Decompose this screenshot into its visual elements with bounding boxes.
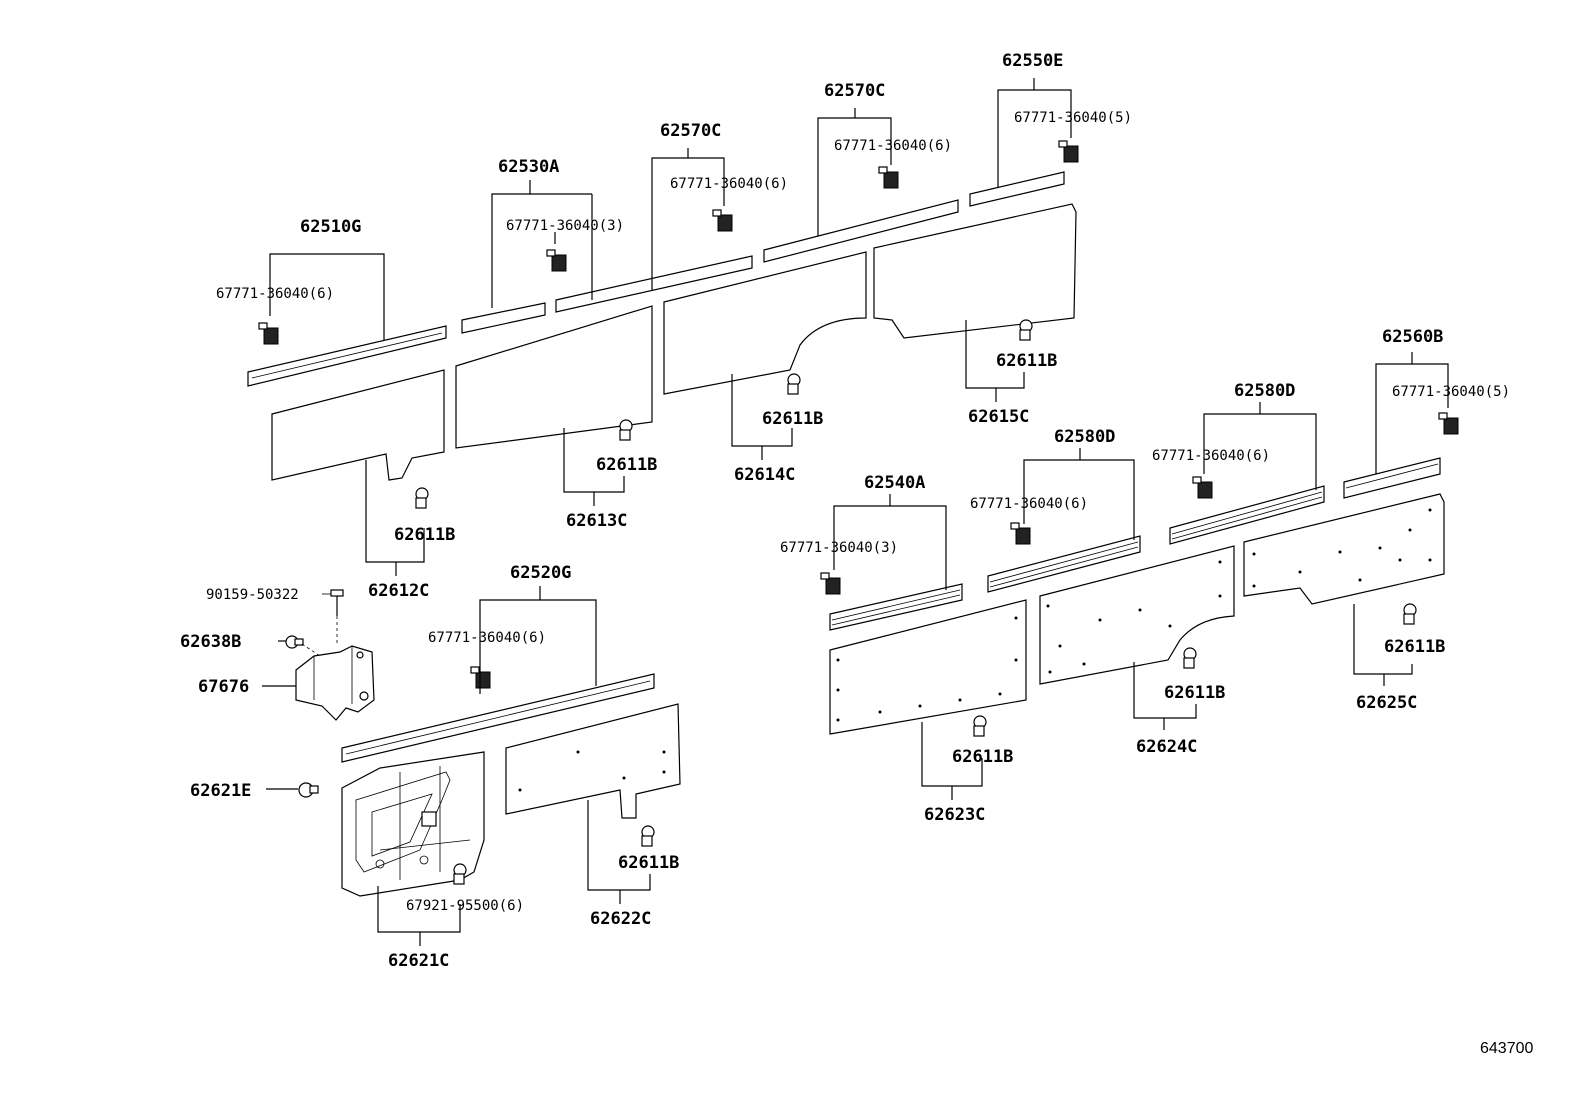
part-62614c-label: 62614C: [734, 465, 795, 485]
moulding-62540a: [829, 583, 963, 631]
push-pin-icon: [973, 715, 987, 737]
clip-67771-label: 67771-36040(5): [1392, 384, 1510, 400]
moulding-62520g: [341, 673, 655, 763]
moulding-62550e: [969, 171, 1065, 207]
panel-62612c: [271, 369, 445, 481]
moulding-62510g: [247, 325, 447, 387]
push-pin-icon: [619, 419, 633, 441]
push-pin-icon: [1019, 319, 1033, 341]
part-62624c-label: 62624C: [1136, 737, 1197, 757]
bolt-icon: [298, 782, 319, 798]
panel-62613c: [455, 305, 653, 449]
panel-62622c: [505, 703, 681, 819]
part-62530a-label: 62530A: [498, 157, 559, 177]
part-62612c-label: 62612C: [368, 581, 429, 601]
push-pin-icon: [787, 373, 801, 395]
clip-icon: [878, 166, 899, 189]
part-62520g-label: 62520G: [510, 563, 571, 583]
clip-icon: [546, 249, 567, 272]
pin-62611b-label: 62611B: [618, 853, 679, 873]
moulding-62580d-right: [1169, 485, 1325, 545]
panel-62623c: [829, 599, 1027, 735]
clip-icon: [1438, 412, 1459, 435]
pin-62611b-label: 62611B: [762, 409, 823, 429]
clip-icon: [820, 572, 841, 595]
part-62623c-label: 62623C: [924, 805, 985, 825]
clip-icon: [712, 209, 733, 232]
part-62540a-label: 62540A: [864, 473, 925, 493]
pin-67921-label: 67921-95500(6): [406, 898, 524, 914]
pin-62611b-label: 62611B: [996, 351, 1057, 371]
clip-icon: [1192, 476, 1213, 499]
bracket-67676: [295, 645, 375, 721]
panel-62624c: [1039, 545, 1235, 685]
panel-62621c: [341, 751, 485, 897]
clip-67771-label: 67771-36040(5): [1014, 110, 1132, 126]
clip-67771-label: 67771-36040(6): [216, 286, 334, 302]
clip-67771-label: 67771-36040(6): [670, 176, 788, 192]
clip-67771-label: 67771-36040(6): [428, 630, 546, 646]
part-62613c-label: 62613C: [566, 511, 627, 531]
push-pin-icon: [415, 487, 429, 509]
push-pin-icon: [1183, 647, 1197, 669]
part-62625c-label: 62625C: [1356, 693, 1417, 713]
panel-62625c: [1243, 493, 1445, 605]
moulding-62570c-left: [555, 255, 753, 313]
moulding-62530a: [461, 302, 546, 334]
pin-62611b-label: 62611B: [1164, 683, 1225, 703]
pin-62611b-label: 62611B: [952, 747, 1013, 767]
clip-67771-label: 67771-36040(6): [834, 138, 952, 154]
part-62560b-label: 62560B: [1382, 327, 1443, 347]
part-62570c-label: 62570C: [660, 121, 721, 141]
part-62580d-label: 62580D: [1054, 427, 1115, 447]
clip-icon: [1058, 140, 1079, 163]
push-pin-icon: [453, 863, 467, 885]
clip-67771-label: 67771-36040(6): [1152, 448, 1270, 464]
clip-67771-label: 67771-36040(3): [506, 218, 624, 234]
screw-90159-label: 90159-50322: [206, 587, 299, 603]
pin-62611b-label: 62611B: [394, 525, 455, 545]
part-62615c-label: 62615C: [968, 407, 1029, 427]
pin-62611b-label: 62611B: [596, 455, 657, 475]
moulding-62570c-right: [763, 199, 959, 263]
part-62510g-label: 62510G: [300, 217, 361, 237]
panel-62615c: [873, 203, 1077, 339]
part-62622c-label: 62622C: [590, 909, 651, 929]
clip-67771-label: 67771-36040(6): [970, 496, 1088, 512]
clip-icon: [258, 322, 279, 345]
moulding-62580d-left: [987, 535, 1141, 593]
clip-67771-label: 67771-36040(3): [780, 540, 898, 556]
screw-icon: [330, 589, 344, 616]
moulding-62560b: [1343, 457, 1441, 499]
bolt-62638b-label: 62638B: [180, 632, 241, 652]
part-62580d-label: 62580D: [1234, 381, 1295, 401]
diagram-reference-number: 643700: [1480, 1040, 1533, 1057]
bolt-icon: [285, 635, 304, 649]
bolt-62621e-label: 62621E: [190, 781, 251, 801]
clip-icon: [1010, 522, 1031, 545]
pin-62611b-label: 62611B: [1384, 637, 1445, 657]
part-62621c-label: 62621C: [388, 951, 449, 971]
bracket-67676-label: 67676: [198, 677, 249, 697]
push-pin-icon: [641, 825, 655, 847]
part-62550e-label: 62550E: [1002, 51, 1063, 71]
part-62570c-label: 62570C: [824, 81, 885, 101]
push-pin-icon: [1403, 603, 1417, 625]
panel-62614c: [663, 251, 867, 395]
